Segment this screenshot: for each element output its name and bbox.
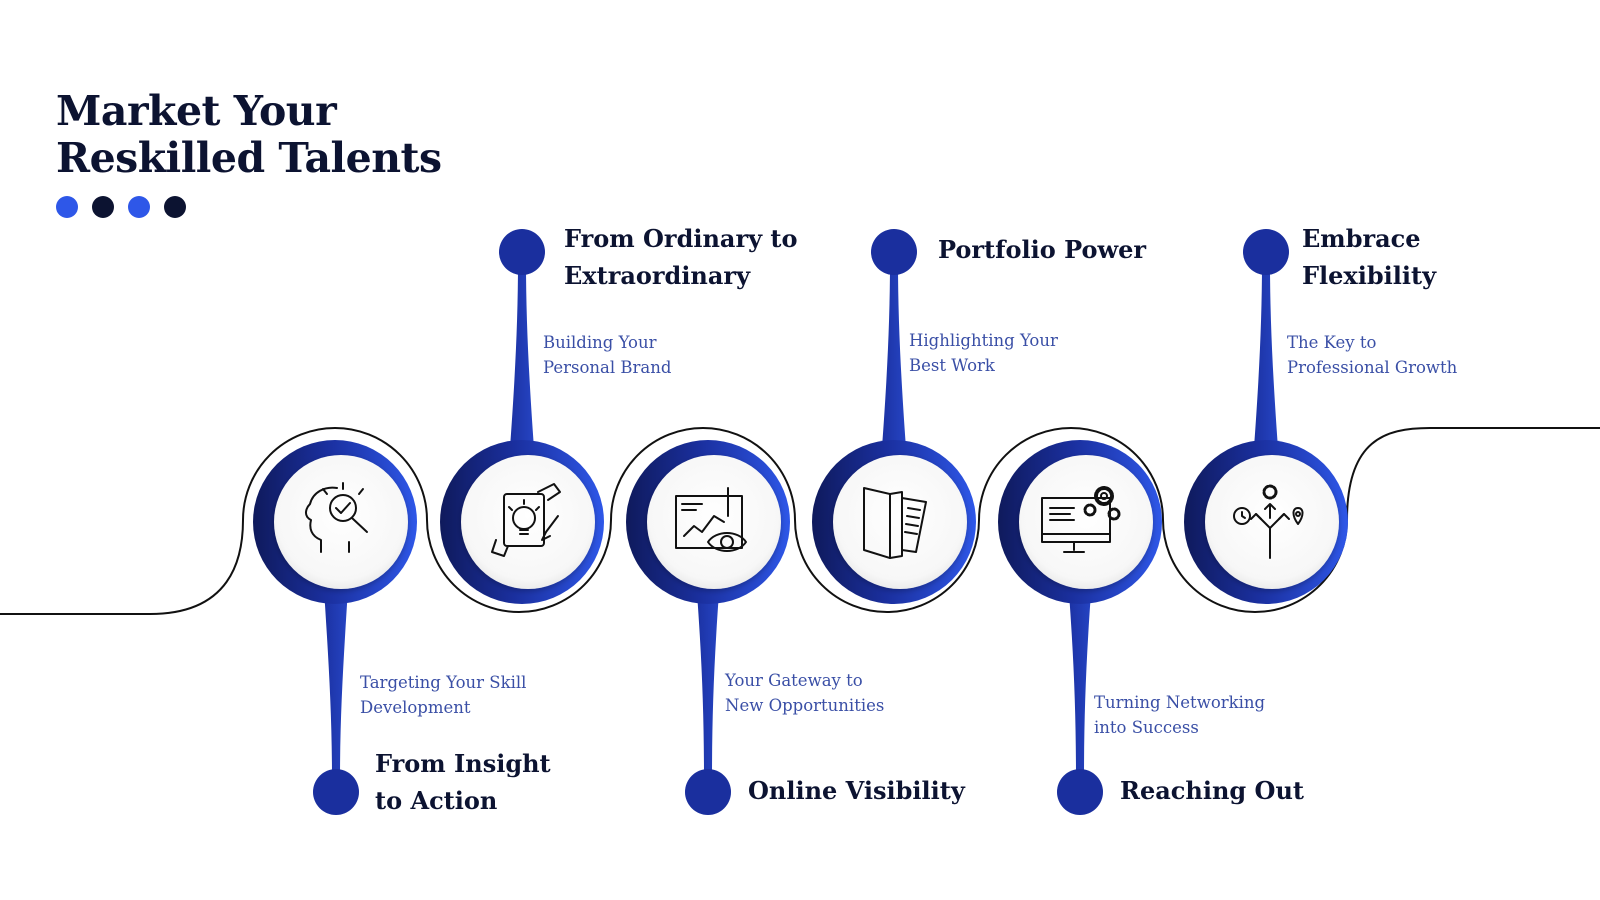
step-4-title: Portfolio Power	[938, 231, 1146, 268]
step-6-subtitle: The Key to Professional Growth	[1287, 330, 1457, 380]
page-title: Market Your Reskilled Talents	[56, 88, 442, 182]
step-4-title-line-1: Portfolio Power	[938, 235, 1147, 264]
step-3-title: Online Visibility	[748, 772, 965, 809]
bulb-3	[685, 769, 731, 815]
step-6-title-line-2: Flexibility	[1302, 261, 1437, 290]
step-2-title: From Ordinary to Extraordinary	[564, 220, 798, 294]
decorative-dots	[56, 196, 186, 218]
dot-4	[164, 196, 186, 218]
inner-circle-1	[274, 455, 408, 589]
bulb-2	[499, 229, 545, 275]
step-1-title: From Insight to Action	[375, 745, 551, 819]
bulb-5	[1057, 769, 1103, 815]
connector-line	[0, 427, 1600, 615]
step-node-1	[253, 440, 417, 815]
step-4-subtitle-line-2: Best Work	[909, 356, 995, 375]
step-3-title-line-1: Online Visibility	[748, 776, 965, 805]
bulb-1	[313, 769, 359, 815]
bulb-6	[1243, 229, 1289, 275]
head-magnifier-icon	[305, 482, 368, 553]
step-4-subtitle-line-1: Highlighting Your	[909, 331, 1058, 350]
step-6-subtitle-line-2: Professional Growth	[1287, 358, 1458, 377]
step-1-title-line-2: to Action	[375, 786, 498, 815]
inner-circle-5	[1019, 455, 1153, 589]
inner-circle-6	[1205, 455, 1339, 589]
step-1-subtitle-line-2: Development	[360, 698, 471, 717]
step-3-subtitle: Your Gateway to New Opportunities	[725, 668, 884, 718]
step-1-title-line-1: From Insight	[375, 749, 551, 778]
dot-1	[56, 196, 78, 218]
step-3-subtitle-line-2: New Opportunities	[725, 696, 885, 715]
inner-circle-2	[461, 455, 595, 589]
step-5-title-line-1: Reaching Out	[1120, 776, 1304, 805]
step-2-subtitle-line-2: Personal Brand	[543, 358, 672, 377]
step-4-subtitle: Highlighting Your Best Work	[909, 328, 1058, 378]
step-6-title-line-1: Embrace	[1302, 224, 1421, 253]
step-6-title: Embrace Flexibility	[1302, 220, 1436, 294]
step-2-subtitle: Building Your Personal Brand	[543, 330, 671, 380]
step-node-3	[626, 440, 790, 815]
bulb-4	[871, 229, 917, 275]
step-node-2	[440, 229, 604, 604]
step-5-title: Reaching Out	[1120, 772, 1304, 809]
dot-2	[92, 196, 114, 218]
step-node-6	[1184, 229, 1348, 604]
step-1-subtitle: Targeting Your Skill Development	[360, 670, 526, 720]
step-5-subtitle-line-2: into Success	[1094, 718, 1199, 737]
direction-arrows-icon	[1233, 484, 1304, 559]
inner-circle-3	[647, 455, 781, 589]
step-2-title-line-2: Extraordinary	[564, 261, 751, 290]
step-5-subtitle-line-1: Turning Networking	[1094, 693, 1266, 712]
step-2-subtitle-line-1: Building Your	[543, 333, 657, 352]
inner-circle-4	[833, 455, 967, 589]
monitor-gears-icon	[1041, 486, 1121, 553]
step-3-subtitle-line-1: Your Gateway to	[725, 671, 863, 690]
title-line-2: Reskilled Talents	[56, 134, 442, 182]
dot-3	[128, 196, 150, 218]
step-1-subtitle-line-1: Targeting Your Skill	[360, 673, 527, 692]
folder-documents-icon	[863, 487, 927, 559]
step-2-title-line-1: From Ordinary to	[564, 224, 798, 253]
step-node-5	[998, 440, 1162, 815]
step-6-subtitle-line-1: The Key to	[1287, 333, 1377, 352]
step-5-subtitle: Turning Networking into Success	[1094, 690, 1265, 740]
lightbulb-hands-icon	[491, 483, 561, 557]
chart-eye-icon	[675, 487, 747, 552]
title-line-1: Market Your	[56, 87, 337, 135]
step-node-4	[812, 229, 976, 604]
